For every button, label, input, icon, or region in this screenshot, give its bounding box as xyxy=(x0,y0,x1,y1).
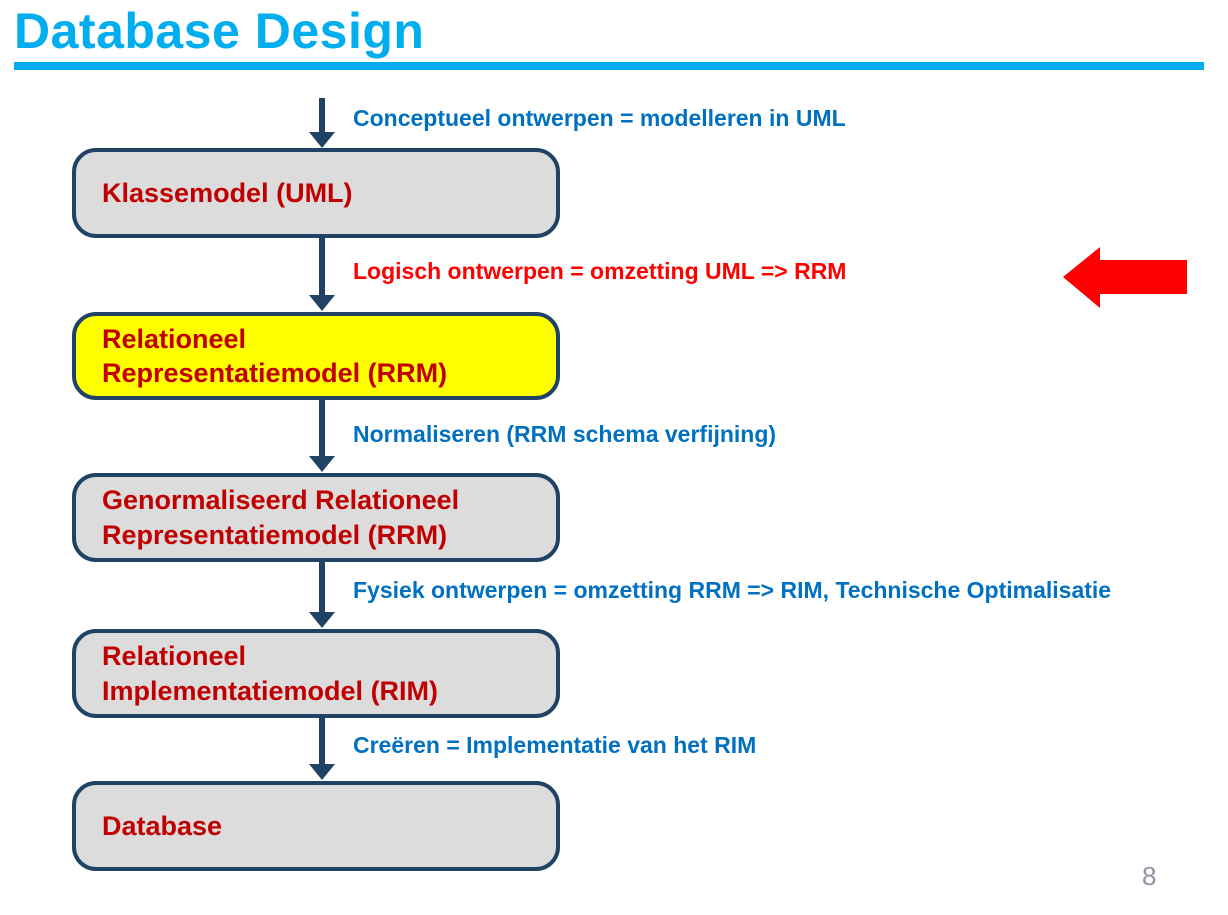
step-label-logisch-ontwerpen: Logisch ontwerpen = omzetting UML => RRM xyxy=(353,258,847,284)
down-arrow-icon xyxy=(309,718,335,780)
box-klassemodel-uml: Klassemodel (UML) xyxy=(72,148,560,238)
box-label: Relationeel Implementatiemodel (RIM) xyxy=(102,641,439,706)
step-label-conceptueel-ontwerpen: Conceptueel ontwerpen = modelleren in UM… xyxy=(353,105,846,131)
red-arrow-shaft xyxy=(1099,260,1187,294)
down-arrow-icon xyxy=(309,562,335,628)
box-label: Genormaliseerd Relationeel Representatie… xyxy=(102,485,460,550)
box-genormaliseerd-rrm: Genormaliseerd Relationeel Representatie… xyxy=(72,473,560,562)
box-relationeel-implementatiemodel: Relationeel Implementatiemodel (RIM) xyxy=(72,629,560,718)
red-left-arrow-icon xyxy=(1063,247,1187,308)
arrow-head xyxy=(309,764,335,780)
box-label: Relationeel Representatiemodel (RRM) xyxy=(102,323,448,388)
arrow-head xyxy=(309,456,335,472)
title-underline xyxy=(14,62,1204,70)
slide-title: Database Design xyxy=(14,3,425,59)
red-arrow-head xyxy=(1063,247,1100,308)
box-relationeel-representatiemodel: Relationeel Representatiemodel (RRM) xyxy=(72,312,560,400)
box-label: Database xyxy=(102,810,223,841)
page-number: 8 xyxy=(1142,861,1157,891)
step-label-fysiek-ontwerpen: Fysiek ontwerpen = omzetting RRM => RIM,… xyxy=(353,577,1112,603)
down-arrow-icon xyxy=(309,238,335,311)
arrow-shaft xyxy=(319,562,325,615)
box-label: Klassemodel (UML) xyxy=(102,177,353,208)
arrow-head xyxy=(309,132,335,148)
step-label-creeren: Creëren = Implementatie van het RIM xyxy=(353,732,757,758)
box-database: Database xyxy=(72,781,560,871)
arrow-head xyxy=(309,612,335,628)
arrow-shaft xyxy=(319,98,325,135)
arrow-shaft xyxy=(319,718,325,767)
down-arrow-icon xyxy=(309,400,335,472)
arrow-head xyxy=(309,295,335,311)
down-arrow-icon xyxy=(309,98,335,148)
arrow-shaft xyxy=(319,400,325,459)
step-label-normaliseren: Normaliseren (RRM schema verfijning) xyxy=(353,421,777,447)
arrow-shaft xyxy=(319,238,325,298)
